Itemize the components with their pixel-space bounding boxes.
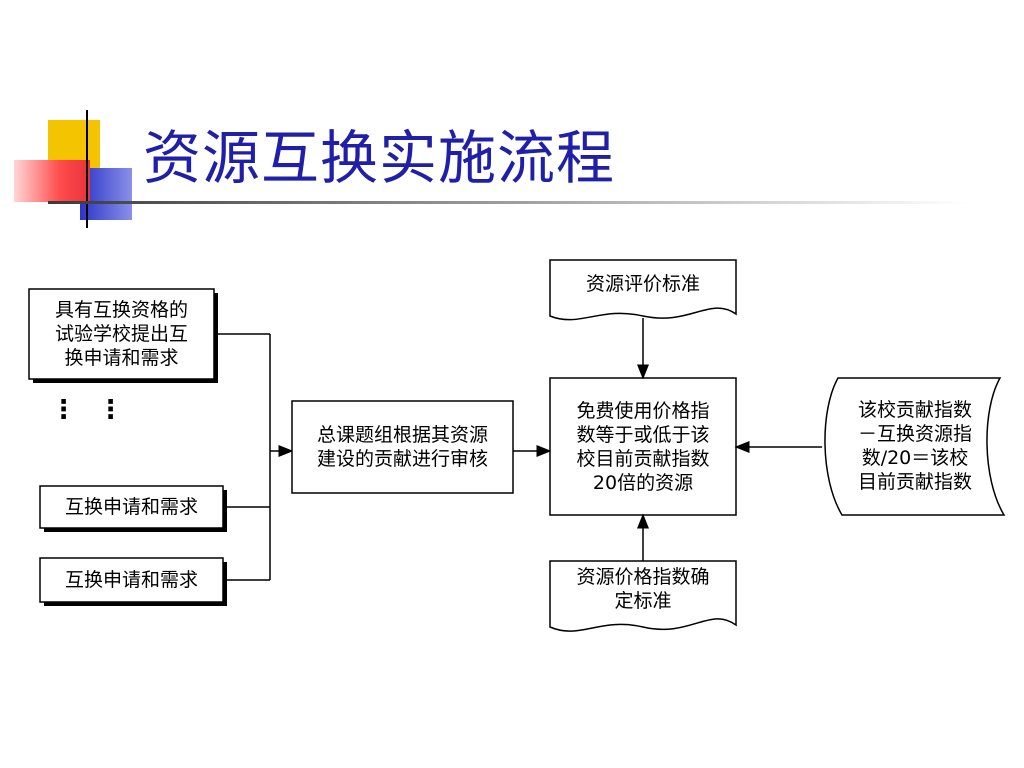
- corner-decoration: [14, 110, 132, 228]
- decision-box-shape: [549, 377, 737, 516]
- review-box-shape: [291, 400, 514, 494]
- title-underline: [48, 201, 968, 204]
- evaluation-standard-doc: 资源评价标准: [585, 273, 700, 295]
- formula-shape: [824, 377, 1006, 516]
- school-request-box: 具有互换资格的 试验学校提出互 换申请和需求: [54, 299, 188, 369]
- left-connector: [214, 333, 294, 581]
- request-box-3: 互换申请和需求: [64, 569, 198, 591]
- request-box-3-shape: [39, 557, 227, 606]
- price-standard-shape: [549, 560, 737, 632]
- evaluation-standard-shape: [549, 259, 737, 321]
- free-use-box: 免费使用价格指 数等于或低于该 校目前贡献指数 20倍的资源: [576, 399, 710, 494]
- request-box-2: 互换申请和需求: [64, 496, 198, 518]
- red-bar: [14, 160, 90, 202]
- review-box: 总课题组根据其资源 建设的贡献进行审核: [316, 424, 488, 470]
- request-box-2-shape: [39, 485, 227, 532]
- formula-doc: 该校贡献指数 －互换资源指 数/20＝该校 目前贡献指数: [857, 399, 972, 493]
- price-standard-doc: 资源价格指数确 定标准: [576, 566, 710, 612]
- ellipsis-marker: ⋮ ⋮: [50, 395, 130, 425]
- slide-title: 资源互换实施流程: [143, 124, 616, 192]
- school-request-box-shape: [28, 288, 218, 383]
